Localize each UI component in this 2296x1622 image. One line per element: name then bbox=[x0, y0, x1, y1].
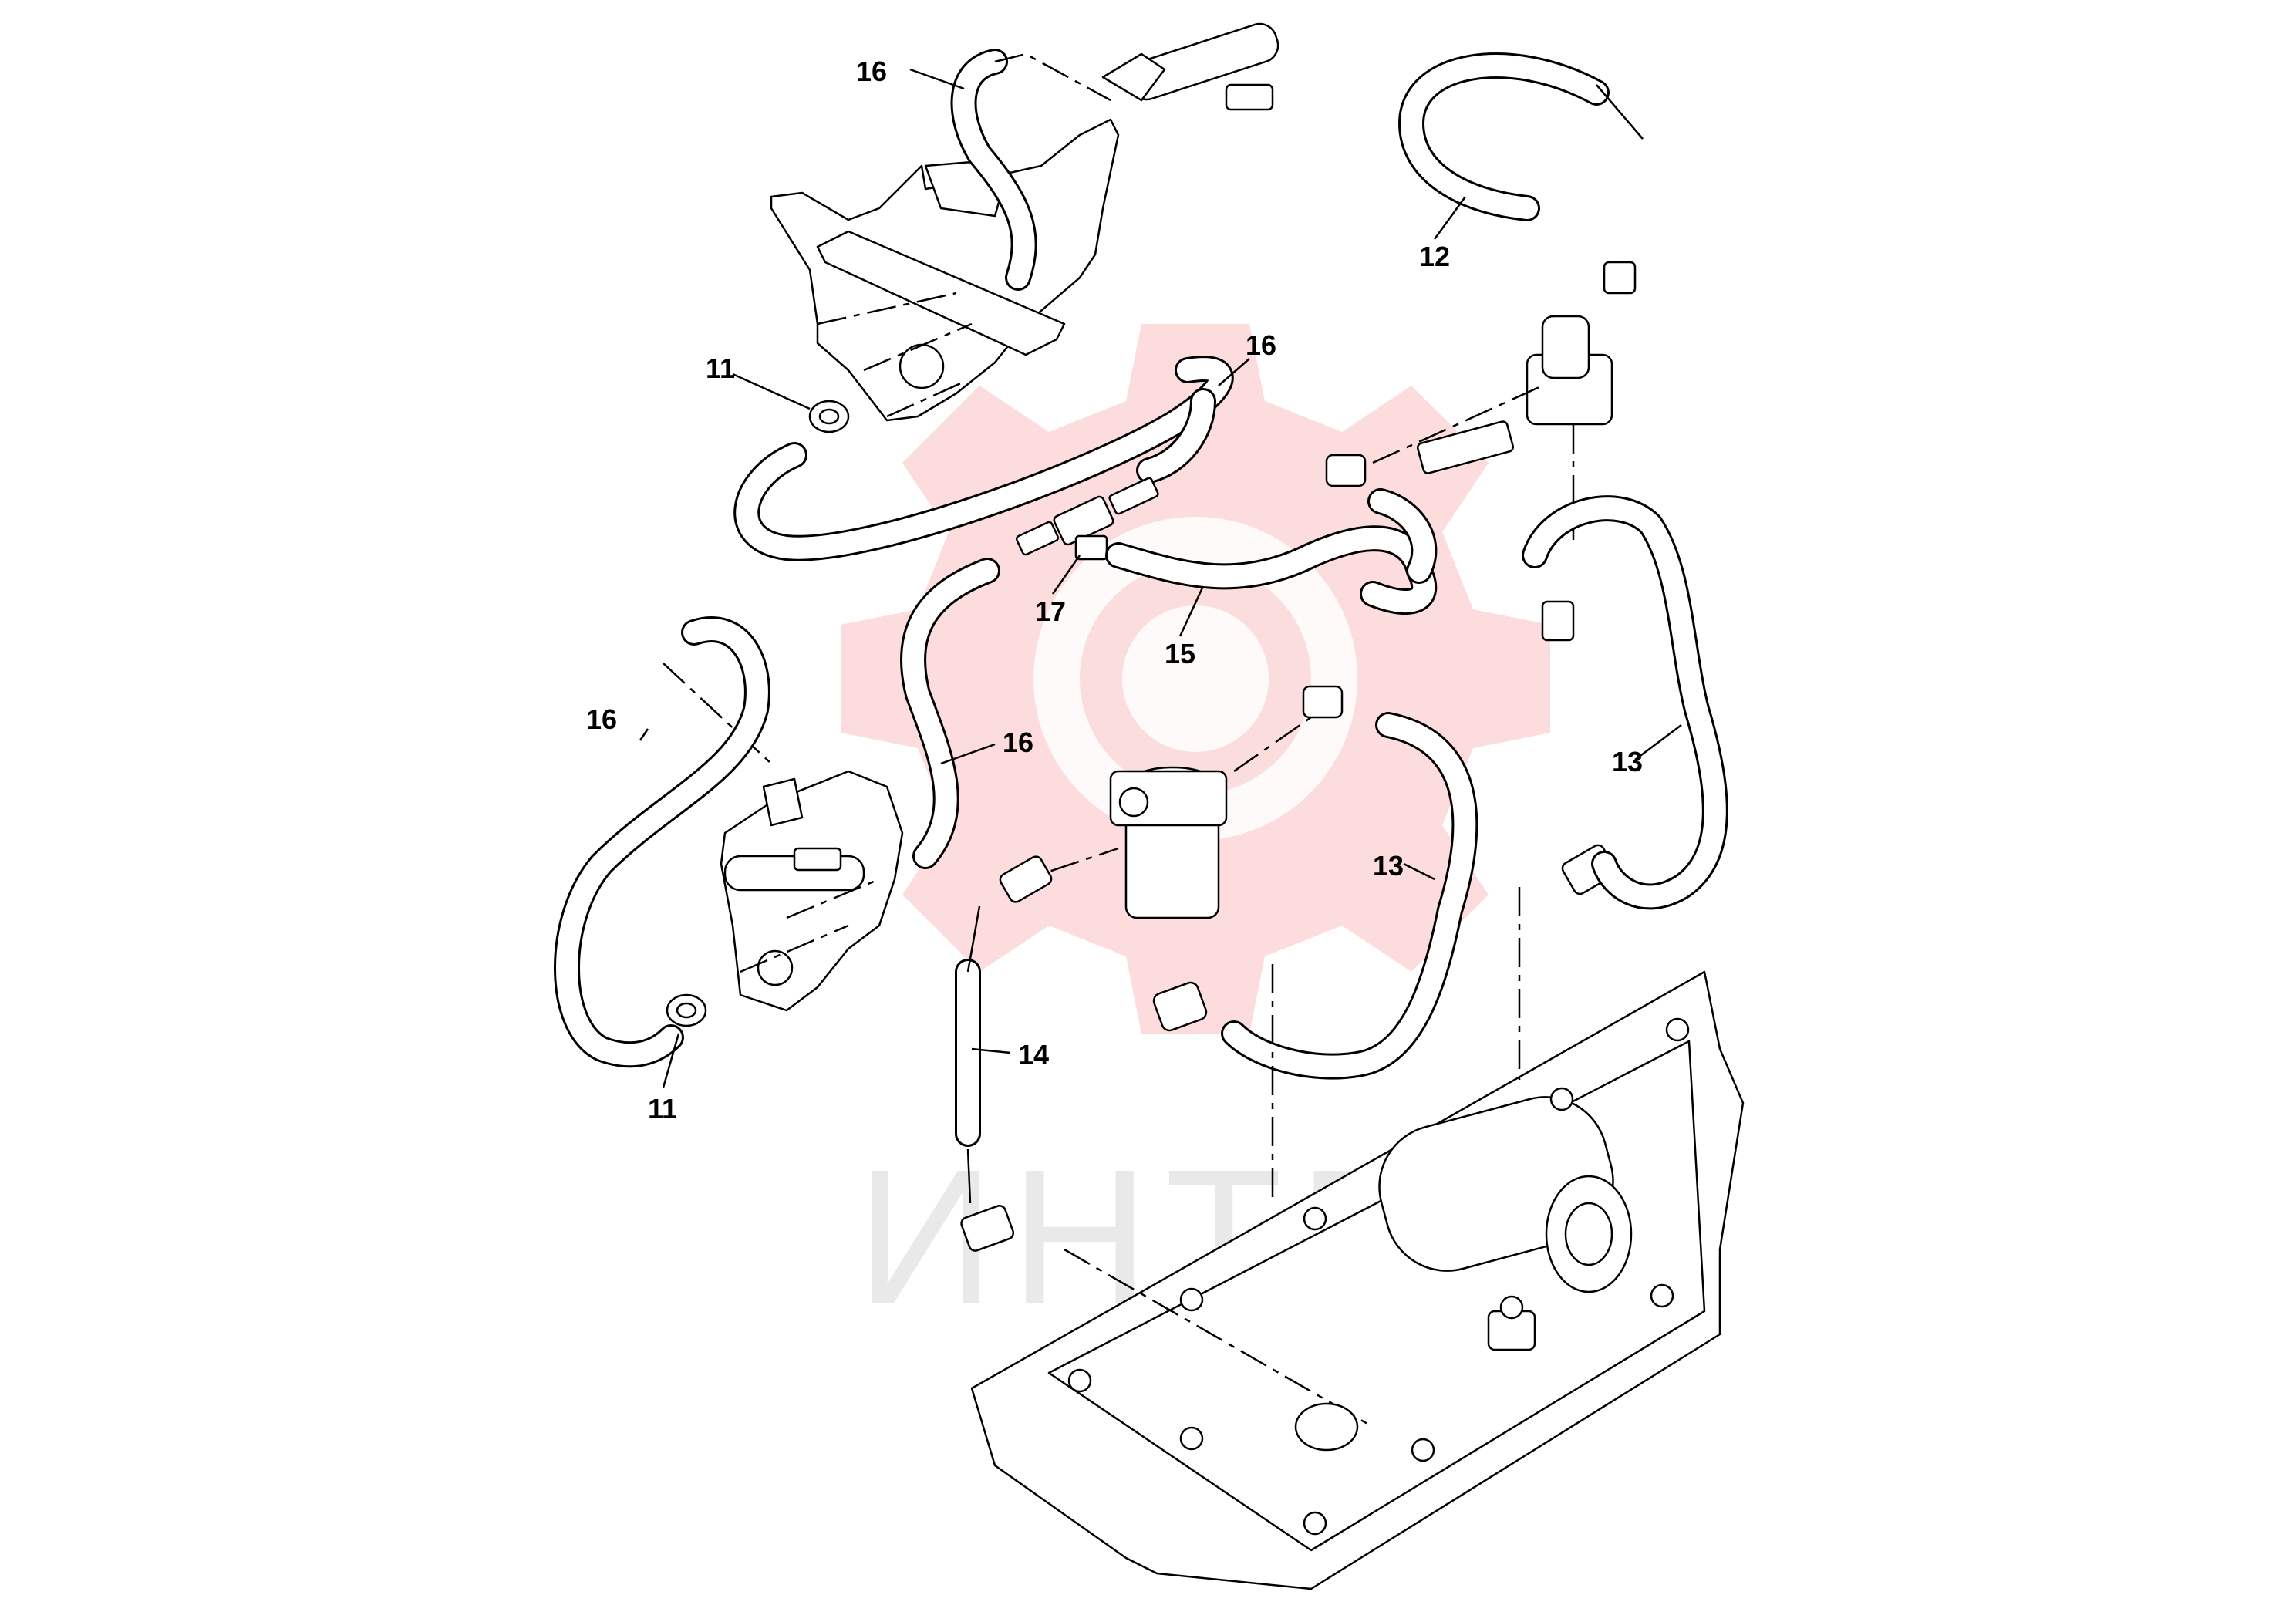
callout-11-lower: 11 bbox=[648, 1093, 677, 1125]
callout-16-loop: 16 bbox=[1246, 329, 1276, 361]
callout-12: 12 bbox=[1419, 241, 1450, 272]
upper-mount-bracket bbox=[770, 22, 1279, 422]
callout-15: 15 bbox=[1165, 638, 1195, 669]
electric-motor bbox=[1294, 1096, 1633, 1452]
hose-16-loop bbox=[733, 356, 1234, 561]
callout-14: 14 bbox=[1018, 1039, 1049, 1071]
hose-14 bbox=[955, 905, 981, 1204]
callout-16-left: 16 bbox=[586, 703, 617, 735]
callout-13-center: 13 bbox=[1373, 850, 1404, 882]
hose-15 bbox=[1105, 488, 1438, 615]
callout-16-top: 16 bbox=[856, 56, 887, 87]
callout-11-upper: 11 bbox=[706, 352, 735, 384]
callout-leaders bbox=[639, 68, 1682, 1088]
hose-16-left bbox=[554, 616, 770, 1068]
base-bolts bbox=[1067, 1017, 1690, 1536]
hose-16-upper bbox=[950, 49, 1111, 291]
hose-12 bbox=[1398, 52, 1644, 221]
hose-13-center bbox=[1221, 712, 1478, 1080]
tee-fitting-17 bbox=[1015, 477, 1159, 561]
callout-17: 17 bbox=[1035, 595, 1066, 627]
hose-16-middle bbox=[900, 558, 1000, 869]
callout-13-right: 13 bbox=[1612, 746, 1643, 777]
grommet-11-lower bbox=[666, 993, 707, 1027]
grommet-11-upper bbox=[808, 400, 850, 433]
inline-filter bbox=[1002, 716, 1312, 919]
solenoid-valve bbox=[1325, 261, 1637, 540]
callout-16-middle: 16 bbox=[1003, 727, 1033, 758]
lower-mount-bracket bbox=[663, 663, 904, 1012]
hose-13-right bbox=[1522, 495, 1728, 910]
